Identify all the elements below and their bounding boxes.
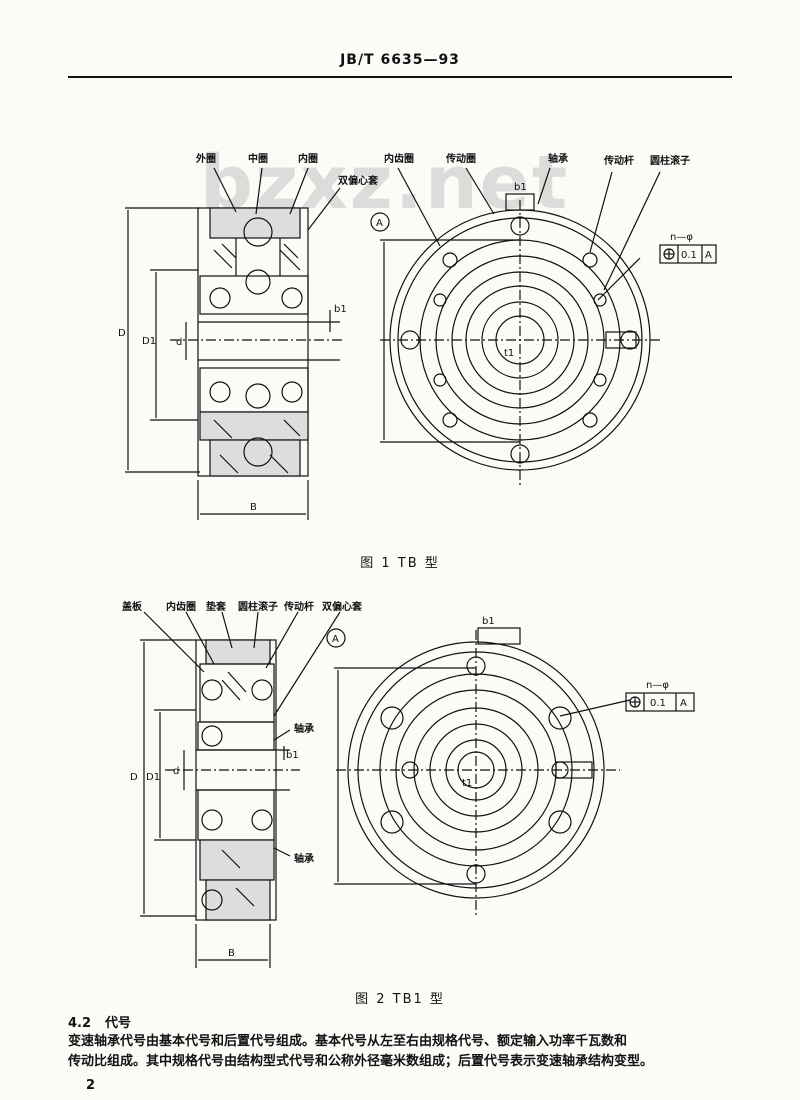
label-spacer: 垫套 <box>206 600 227 613</box>
dim-b1-side: b1 <box>286 750 299 761</box>
section-number: 4.2 <box>68 1016 92 1031</box>
label-middle-ring: 中圈 <box>248 152 268 165</box>
datum-a: A <box>332 634 339 645</box>
label-double-eccentric: 双偏心套 <box>322 600 363 613</box>
label-bearing: 轴承 <box>548 152 568 165</box>
label-bearing-upper: 轴承 <box>294 722 314 735</box>
page-number: 2 <box>86 1078 96 1093</box>
label-internal-gear-ring: 内齿圈 <box>166 600 196 613</box>
tolerance-datum: A <box>680 698 687 709</box>
label-inner-ring: 内圈 <box>298 152 318 165</box>
label-drive-ring: 传动圈 <box>445 152 476 165</box>
label-drive-rod: 传动杆 <box>283 600 314 613</box>
datum-a: A <box>376 218 383 229</box>
label-cylindrical-roller: 圆柱滚子 <box>650 154 690 167</box>
label-cover-plate: 盖板 <box>122 600 143 613</box>
dim-d: d <box>173 766 179 777</box>
dim-d: d <box>176 337 182 348</box>
paragraph-line-1: 变速轴承代号由基本代号和后置代号组成。基本代号从左至右由规格代号、额定输入功率千… <box>68 1034 628 1049</box>
section-heading: 4.2 代号 <box>68 1012 145 1031</box>
label-cylindrical-roller: 圆柱滚子 <box>238 600 278 613</box>
figure-2-drawing: 盖板 内齿圈 垫套 圆柱滚子 传动杆 双偏心套 轴承 轴承 D D1 d b1 … <box>122 600 695 968</box>
label-double-eccentric: 双偏心套 <box>338 174 379 187</box>
dim-D: D <box>130 772 138 783</box>
dim-B: B <box>250 502 257 513</box>
header-rule <box>68 76 732 78</box>
dim-t1: t1 <box>462 778 472 789</box>
tolerance-datum: A <box>705 250 712 261</box>
label-outer-ring: 外圈 <box>195 152 216 165</box>
label-drive-rod: 传动杆 <box>603 154 634 167</box>
dim-B: B <box>228 948 235 959</box>
paragraph-line-2: 传动比组成。其中规格代号由结构型式代号和公称外径毫米数组成；后置代号表示变速轴承… <box>68 1054 654 1069</box>
label-bearing-lower: 轴承 <box>294 852 314 865</box>
dim-b1-side: b1 <box>334 304 347 315</box>
figure-2-caption: 图 2 TB1 型 <box>355 992 445 1007</box>
section-title: 代号 <box>105 1016 132 1031</box>
tolerance-label: n—φ <box>670 232 693 243</box>
tolerance-value: 0.1 <box>681 250 697 261</box>
standard-number-header: JB/T 6635—93 <box>340 52 460 68</box>
label-internal-gear-ring: 内齿圈 <box>384 152 414 165</box>
figure-1-drawing: 外圈 中圈 内圈 双偏心套 内齿圈 传动圈 轴承 传动杆 圆柱滚子 D D1 d… <box>118 152 717 520</box>
dim-b1-front: b1 <box>482 616 495 627</box>
dim-D1: D1 <box>142 336 156 347</box>
dim-D: D <box>118 328 126 339</box>
dim-b1-front: b1 <box>514 182 527 193</box>
dim-D1: D1 <box>146 772 160 783</box>
tolerance-value: 0.1 <box>650 698 666 709</box>
figure-1-caption: 图 1 TB 型 <box>360 556 440 571</box>
tolerance-label: n—φ <box>646 680 669 691</box>
dim-t1: t1 <box>504 348 514 359</box>
